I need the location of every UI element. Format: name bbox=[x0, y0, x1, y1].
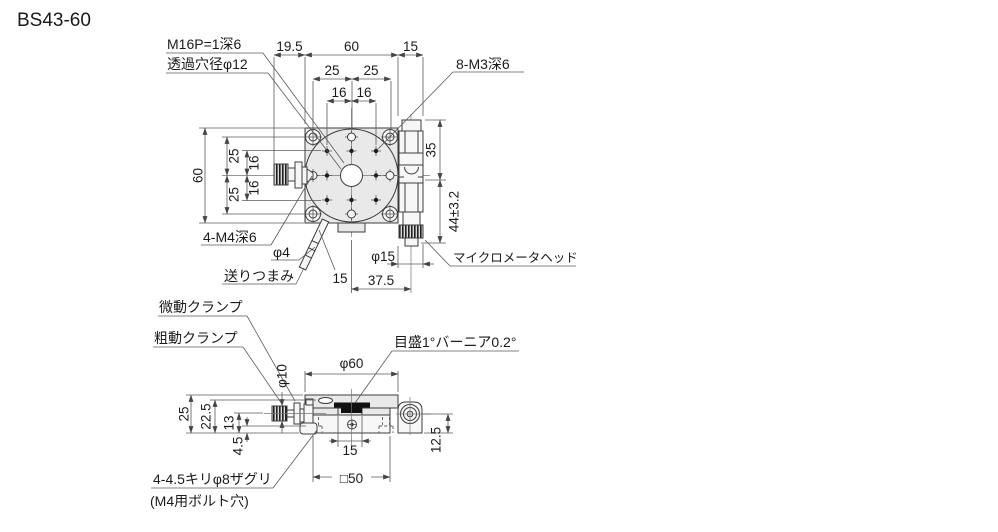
dim-v25-a: 25 bbox=[227, 148, 242, 163]
center-through-hole bbox=[340, 164, 363, 187]
label-feed-knob: 送りつまみ bbox=[224, 268, 294, 284]
dim-sq50: □50 bbox=[340, 471, 363, 486]
dim-shaft-15: 15 bbox=[332, 271, 347, 286]
dim-sq50-mask bbox=[332, 470, 371, 486]
label-coarse-clamp: 粗動クランプ bbox=[154, 330, 238, 346]
label-fine-clamp: 微動クランプ bbox=[159, 299, 243, 315]
label-phi4: φ4 bbox=[273, 244, 290, 260]
dim-f25: 25 bbox=[177, 406, 192, 421]
dim-v16-a: 16 bbox=[247, 155, 262, 170]
dim-phi60: φ60 bbox=[340, 356, 364, 371]
dim-16-a: 16 bbox=[331, 85, 346, 100]
label-m4-holes: 4-M4深6 bbox=[203, 229, 257, 245]
dim-60-top: 60 bbox=[344, 39, 359, 54]
dim-37-5: 37.5 bbox=[368, 273, 394, 288]
dim-v16-b: 16 bbox=[247, 180, 262, 195]
dim-19-5: 19.5 bbox=[276, 39, 302, 54]
dim-25-b: 25 bbox=[363, 63, 378, 78]
dim-16-b: 16 bbox=[356, 85, 371, 100]
micrometer-head bbox=[398, 119, 424, 247]
vernier-tab bbox=[337, 222, 366, 233]
top-clamp-knob bbox=[273, 161, 314, 189]
dim-v25-b: 25 bbox=[227, 187, 242, 202]
top-view-dimensions bbox=[199, 52, 446, 293]
dim-44-tol: 44±3.2 bbox=[447, 191, 462, 232]
label-micrometer-head: マイクロメータヘッド bbox=[453, 251, 578, 265]
label-m3-holes: 8-M3深6 bbox=[456, 56, 510, 72]
top-view-leaders bbox=[166, 52, 576, 285]
dim-f15: 15 bbox=[342, 443, 357, 458]
slot-oval bbox=[318, 397, 333, 404]
dim-25-a: 25 bbox=[324, 63, 339, 78]
dim-phi15: φ15 bbox=[371, 249, 395, 264]
label-scale-vernier: 目盛1°バーニア0.2° bbox=[394, 334, 516, 350]
label-m16-thread: M16P=1深6 bbox=[167, 36, 242, 52]
front-clamp-knobs bbox=[271, 398, 318, 435]
front-view-dimensions bbox=[186, 371, 453, 482]
label-through-hole: 透過穴径φ12 bbox=[167, 56, 248, 72]
dim-f12-5: 12.5 bbox=[429, 427, 444, 453]
center-screw bbox=[347, 419, 357, 430]
dim-phi10: φ10 bbox=[275, 364, 290, 388]
micrometer-thimble bbox=[398, 224, 424, 239]
top-view: M16P=1深6 透過穴径φ12 8-M3深6 4-M4深6 φ4 送りつまみ … bbox=[166, 36, 578, 293]
dim-f13: 13 bbox=[222, 415, 237, 430]
dim-f22-5: 22.5 bbox=[199, 403, 214, 429]
label-base-holes: 4-4.5キリφ8ザグリ bbox=[153, 471, 272, 487]
feed-knob-shaft bbox=[298, 218, 330, 271]
dim-15-top: 15 bbox=[403, 39, 418, 54]
label-base-holes-2: (M4用ボルト穴) bbox=[150, 493, 249, 509]
dim-35: 35 bbox=[424, 142, 439, 157]
front-view-leaders bbox=[151, 315, 519, 489]
page-title: BS43-60 bbox=[17, 10, 91, 31]
dim-60-left: 60 bbox=[191, 168, 206, 183]
front-view: 微動クランプ 粗動クランプ 目盛1°バーニア0.2° 4-4.5キリφ8ザグリ … bbox=[150, 299, 519, 509]
dim-f4-5: 4.5 bbox=[231, 437, 246, 456]
